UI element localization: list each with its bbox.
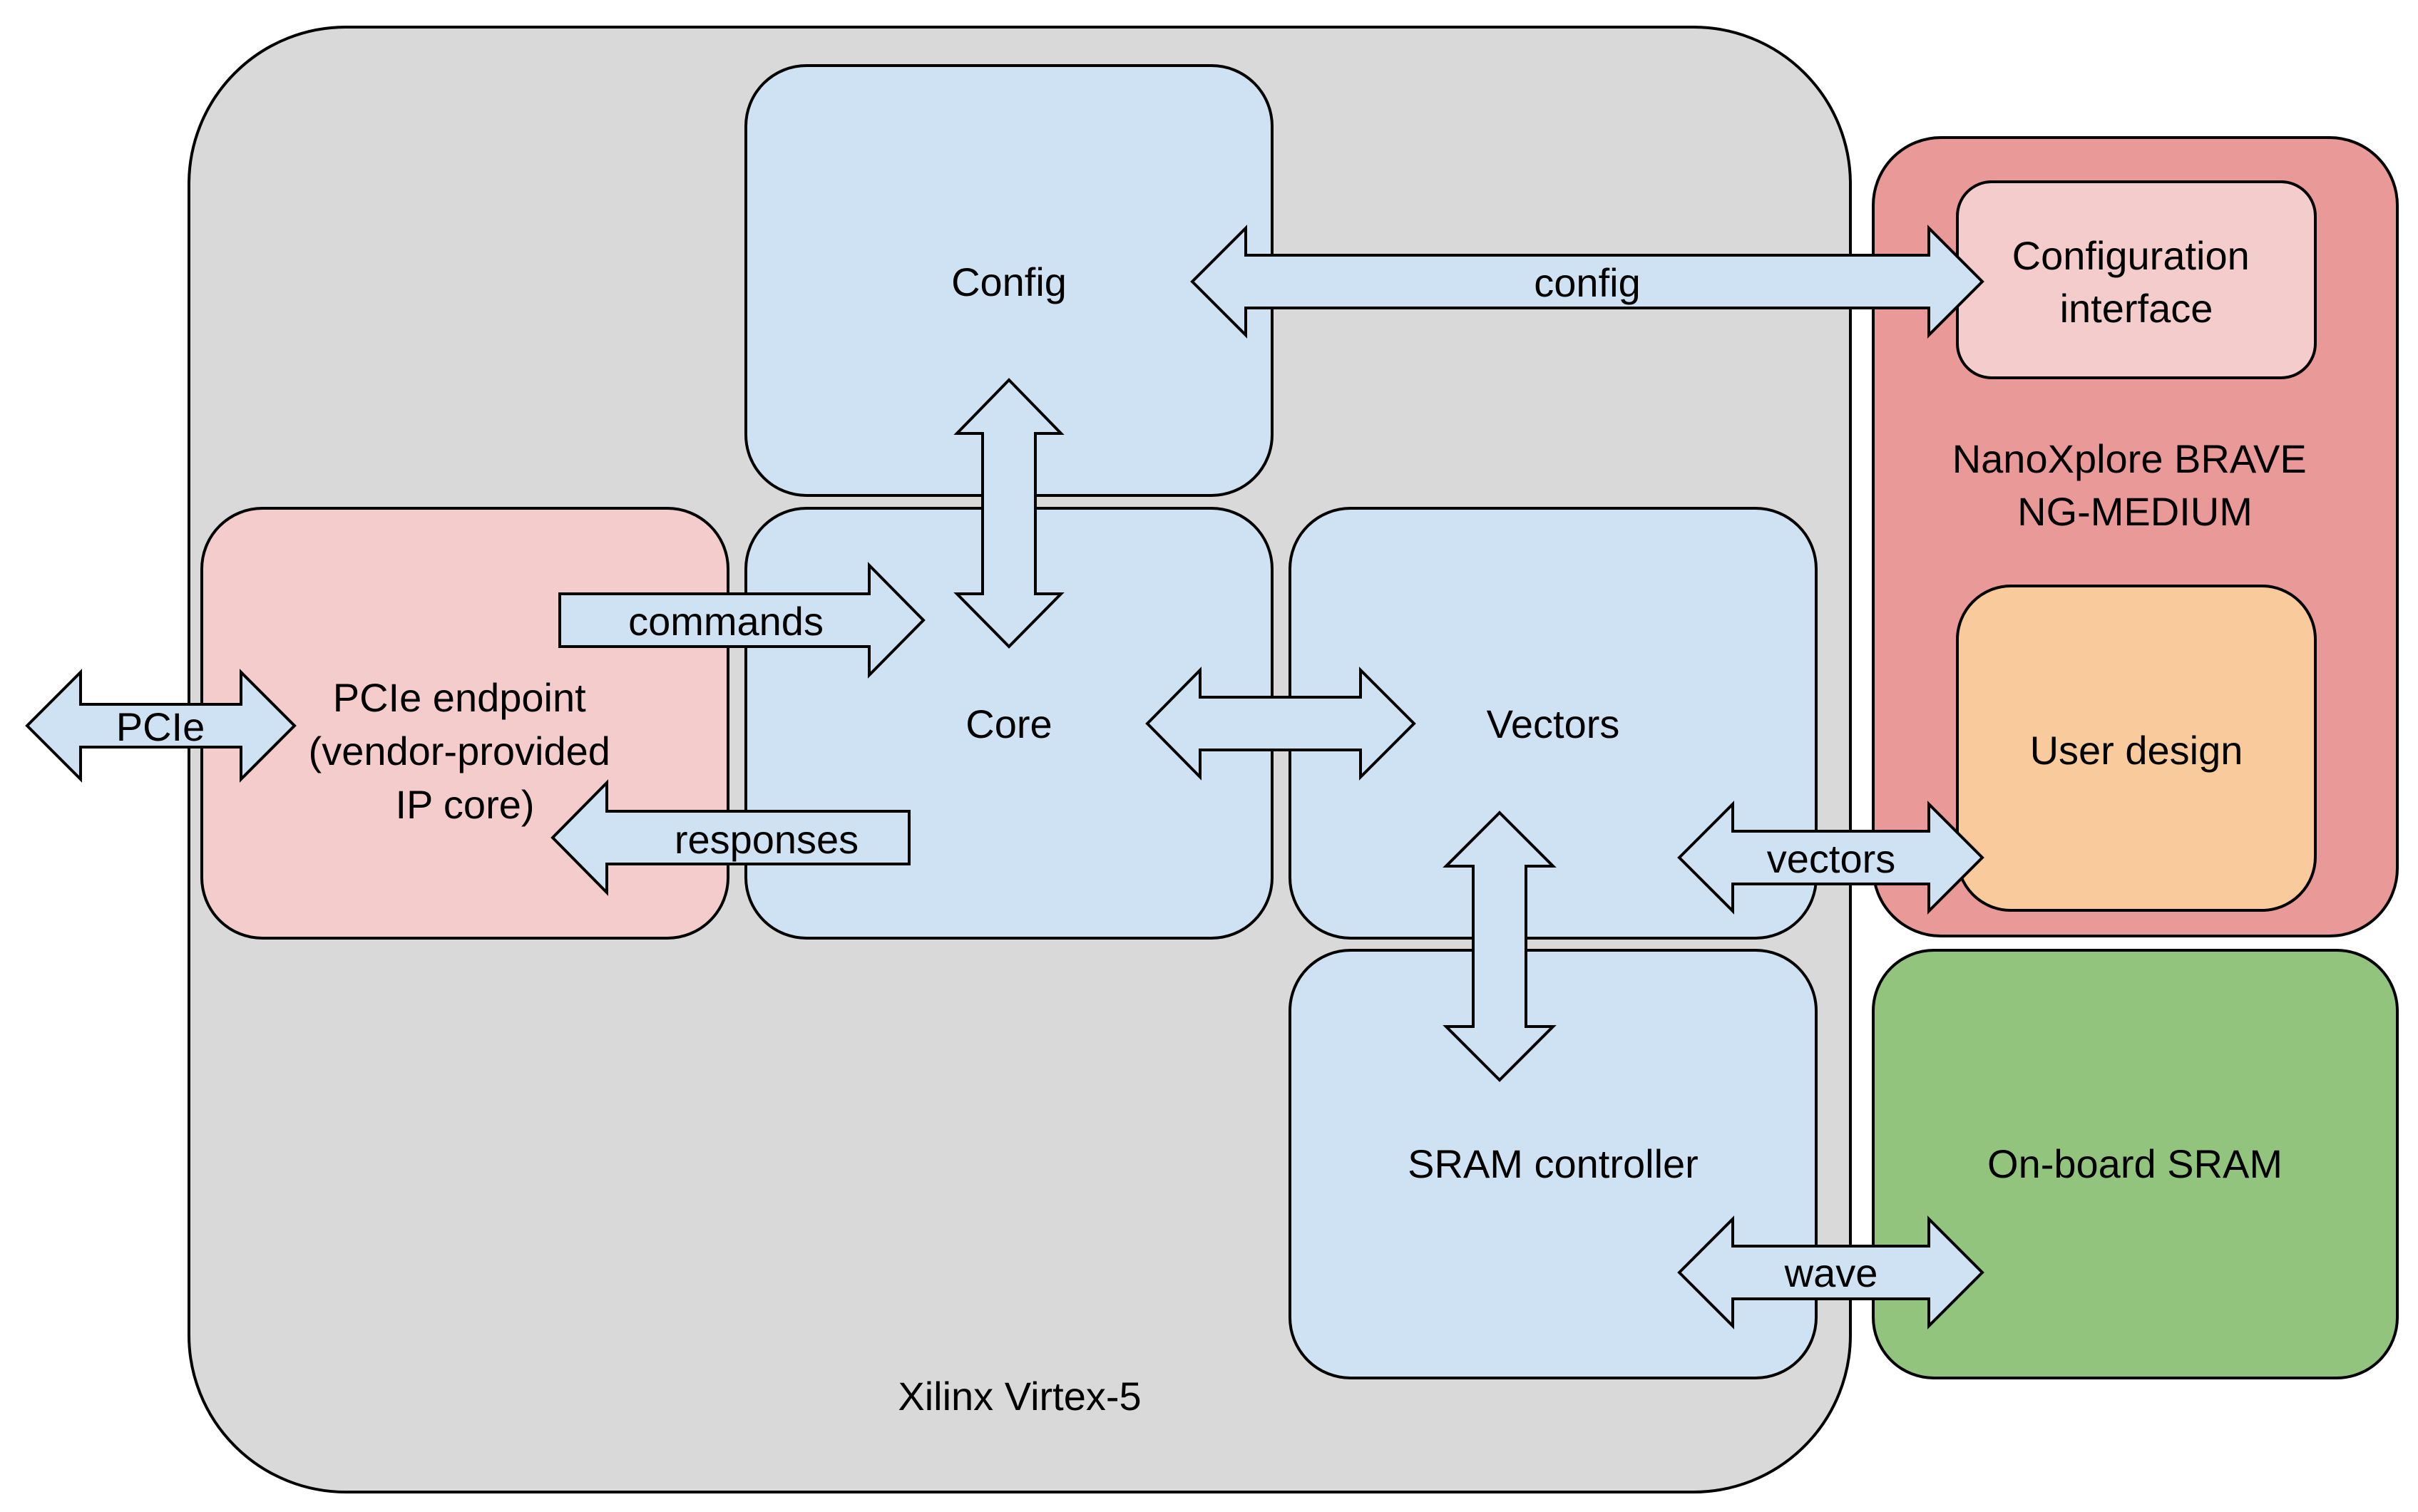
vectors-userdesign-double-arrow — [1677, 801, 1984, 915]
user-design-box — [1956, 585, 2317, 912]
commands-arrow: commands — [558, 562, 926, 679]
onboard-sram-block: On-board SRAM — [1872, 949, 2399, 1379]
commands-right-arrow — [558, 562, 926, 679]
nanoxplore-label-line-2: NG-MEDIUM — [2017, 489, 2253, 534]
nanoxplore-label-line-1: NanoXplore BRAVE — [1952, 436, 2307, 481]
config-interface-arrow: config — [1190, 225, 1984, 339]
pcie-endpoint-line-2: (vendor-provided — [309, 729, 610, 773]
configuration-interface-box — [1956, 180, 2317, 379]
config-core-double-arrow — [953, 378, 1065, 649]
pcie-arrow: PCIe — [25, 669, 297, 783]
user-design-label: User design — [2030, 728, 2243, 773]
responses-arrow: responses — [550, 779, 911, 896]
sram-controller-label: SRAM controller — [1408, 1141, 1699, 1186]
wave-arrow: wave — [1677, 1215, 1984, 1330]
onboard-sram-box — [1872, 949, 2399, 1379]
pcie-endpoint-line-3: IP core) — [395, 782, 534, 827]
commands-arrow-label: commands — [628, 599, 824, 644]
configuration-interface-block: Configuration interface — [1956, 180, 2317, 379]
core-vectors-double-arrow — [1145, 667, 1416, 781]
fpga-label: Xilinx Virtex-5 — [898, 1374, 1141, 1419]
config-interface-double-arrow — [1190, 225, 1984, 339]
onboard-sram-label: On-board SRAM — [1987, 1141, 2283, 1186]
config-interface-arrow-label: config — [1534, 260, 1640, 305]
core-module-label: Core — [965, 701, 1052, 746]
configuration-interface-line-1: Configuration — [2012, 233, 2250, 278]
vectors-sram-arrow — [1443, 811, 1557, 1082]
pcie-arrow-label: PCIe — [116, 704, 205, 749]
wave-arrow-label: wave — [1784, 1250, 1878, 1295]
vectors-sram-double-arrow — [1443, 811, 1557, 1082]
sram-controller-module: SRAM controller — [1289, 949, 1818, 1379]
wave-double-arrow — [1677, 1215, 1984, 1330]
configuration-interface-line-2: interface — [2060, 286, 2213, 331]
responses-arrow-label: responses — [675, 817, 859, 862]
configuration-interface-label: Configuration interface — [2012, 233, 2261, 331]
config-module: Config — [744, 64, 1274, 497]
nanoxplore-label: NanoXplore BRAVE NG-MEDIUM — [1952, 436, 2318, 534]
core-vectors-arrow — [1145, 667, 1416, 781]
responses-left-arrow — [550, 779, 911, 896]
pcie-endpoint-label: PCIe endpoint (vendor-provided IP core) — [309, 675, 622, 827]
config-module-label: Config — [951, 259, 1067, 304]
vectors-userdesign-arrow: vectors — [1677, 801, 1984, 915]
config-core-arrow — [953, 378, 1065, 649]
pcie-endpoint-line-1: PCIe endpoint — [333, 675, 586, 720]
pcie-double-arrow — [25, 669, 297, 783]
vectors-userdesign-arrow-label: vectors — [1767, 836, 1896, 881]
vectors-module-label: Vectors — [1487, 701, 1620, 746]
user-design-block: User design — [1956, 585, 2317, 912]
